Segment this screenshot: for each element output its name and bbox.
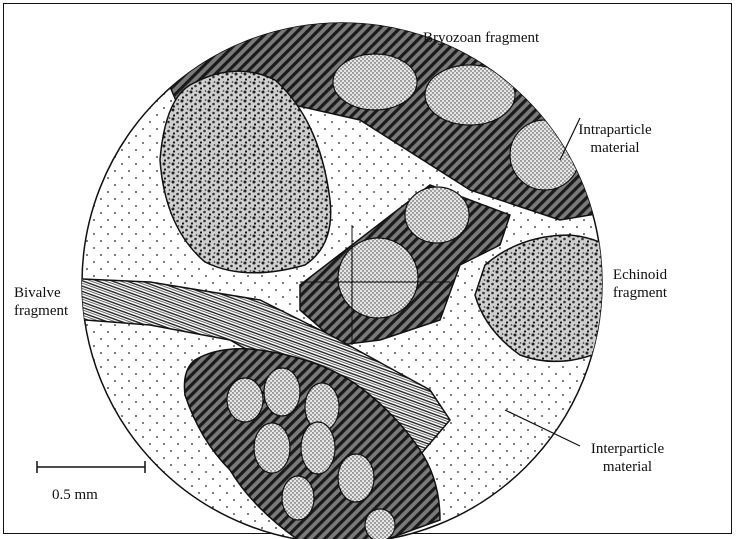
label-line: Bivalve — [14, 284, 68, 302]
zooecium-pore — [333, 54, 417, 110]
zooecium-pore — [264, 368, 300, 416]
zooecium-pore — [301, 422, 335, 474]
label-line: Echinoid — [595, 266, 685, 284]
label-line: material — [560, 139, 670, 157]
zooecium-pore — [338, 238, 418, 318]
label-bryozoan-fragment: Bryozoan fragment — [423, 29, 539, 47]
zooecium-pore — [338, 454, 374, 502]
zooecium-pore — [365, 509, 395, 539]
label-interparticle-material: Interparticle material — [570, 440, 685, 476]
label-intraparticle-material: Intraparticle material — [560, 121, 670, 157]
zooecium-pore — [405, 187, 469, 243]
zooecium-pore — [282, 476, 314, 520]
label-bivalve-fragment: Bivalve fragment — [14, 284, 68, 320]
zooecium-pore — [227, 378, 263, 422]
zooecium-pore — [425, 65, 515, 125]
label-line: Interparticle — [570, 440, 685, 458]
label-line: fragment — [595, 284, 685, 302]
zooecium-pore — [254, 423, 290, 473]
label-echinoid-fragment: Echinoid fragment — [595, 266, 685, 302]
label-line: Intraparticle — [560, 121, 670, 139]
scale-label: 0.5 mm — [52, 486, 98, 504]
label-line: fragment — [14, 302, 68, 320]
label-line: material — [570, 458, 685, 476]
